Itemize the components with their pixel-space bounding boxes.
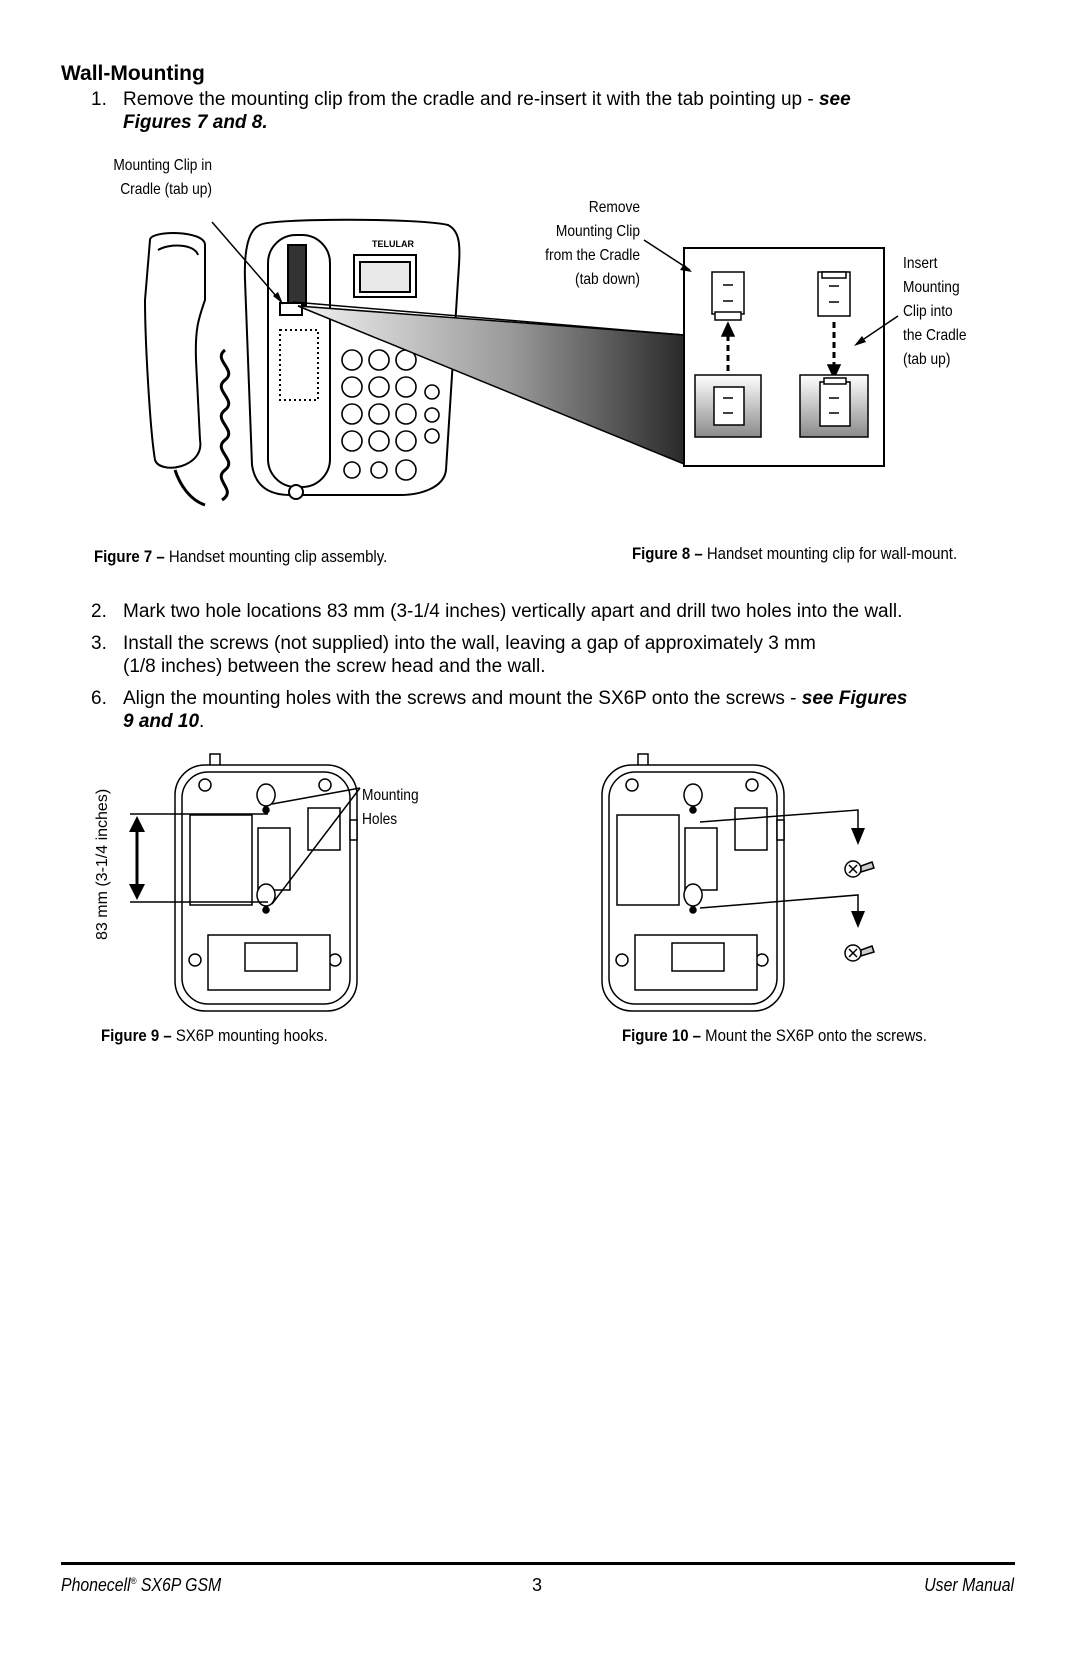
label-line: (tab down) — [574, 271, 640, 288]
step-text: . — [199, 711, 205, 732]
step-text: Install the screws (not supplied) into t… — [123, 633, 816, 654]
figure-reference: Figures 7 and 8. — [123, 112, 268, 133]
fig9-callout: Mounting Holes — [362, 784, 465, 832]
caption-label: Figure 10 – — [622, 1026, 701, 1045]
label-line: Clip into — [903, 303, 953, 320]
step-3: 3. Install the screws (not supplied) int… — [91, 632, 816, 677]
caption-label: Figure 9 – — [101, 1026, 172, 1045]
step-number: 6. — [91, 688, 107, 709]
product-name: Phonecell — [61, 1575, 131, 1595]
fig8-remove-label: Remove Mounting Clip from the Cradle (ta… — [468, 196, 640, 292]
step-number: 1. — [91, 89, 107, 110]
section-heading: Wall-Mounting — [61, 62, 205, 85]
caption-text: Handset mounting clip assembly. — [164, 547, 388, 566]
figure-8-caption: Figure 8 – Handset mounting clip for wal… — [632, 544, 957, 564]
phone-back-illustrations — [129, 753, 875, 1012]
caption-label: Figure 8 – — [632, 544, 703, 563]
figure-10-caption: Figure 10 – Mount the SX6P onto the scre… — [622, 1026, 927, 1046]
label-line: Mounting Clip — [555, 223, 640, 240]
figure-7-caption: Figure 7 – Handset mounting clip assembl… — [94, 547, 387, 567]
registered-mark: ® — [130, 1576, 137, 1586]
figure-reference: see Figures — [801, 688, 908, 709]
clip-insert — [799, 271, 869, 438]
screw-icon — [844, 944, 875, 962]
footer-doc-title: User Manual — [924, 1575, 1014, 1595]
fig7-callout: Mounting Clip in Cradle (tab up) — [40, 154, 212, 202]
product-model: SX6P GSM — [136, 1575, 222, 1595]
step-number: 3. — [91, 633, 107, 654]
step-1: 1. Remove the mounting clip from the cra… — [91, 88, 851, 133]
caption-text: SX6P mounting hooks. — [171, 1026, 328, 1045]
handset — [143, 232, 206, 469]
step-text: Align the mounting holes with the screws… — [123, 688, 802, 709]
callout-line: Holes — [362, 811, 398, 828]
page-number: 3 — [532, 1575, 543, 1595]
step-2: 2. Mark two hole locations 83 mm (3-1/4 … — [91, 600, 902, 623]
label-line: the Cradle — [903, 327, 967, 344]
figure-reference: see — [818, 89, 851, 110]
callout-line: Mounting — [362, 787, 419, 804]
step-text: Mark two hole locations 83 mm (3-1/4 inc… — [123, 601, 903, 622]
figure-reference: 9 and 10 — [123, 711, 200, 732]
step-number: 2. — [91, 601, 107, 622]
keypad — [341, 349, 440, 481]
label-line: Remove — [588, 199, 640, 216]
label-line: from the Cradle — [545, 247, 640, 264]
phone-back-fig9 — [174, 753, 358, 1012]
fig8-insert-label: Insert Mounting Clip into the Cradle (ta… — [903, 252, 1006, 372]
phone-back-fig10 — [601, 753, 785, 1012]
callout-line: Cradle (tab up) — [120, 181, 212, 198]
label-line: Mounting — [903, 279, 960, 296]
step-text: (1/8 inches) between the screw head and … — [123, 656, 546, 677]
caption-label: Figure 7 – — [94, 547, 165, 566]
caption-text: Handset mounting clip for wall-mount. — [702, 544, 958, 563]
step-text: Remove the mounting clip from the cradle… — [123, 89, 819, 110]
figure-9-caption: Figure 9 – SX6P mounting hooks. — [101, 1026, 328, 1046]
phone-clip-illustration: TELULAR — [143, 218, 899, 507]
brand-logo: TELULAR — [372, 239, 414, 249]
step-6: 6. Align the mounting holes with the scr… — [91, 687, 907, 732]
footer-product: Phonecell® SX6P GSM — [61, 1575, 221, 1596]
coiled-cord — [173, 348, 231, 507]
callout-line: Mounting Clip in — [113, 157, 212, 174]
screw-icon — [844, 860, 875, 878]
footer-rule — [61, 1562, 1015, 1565]
caption-text: Mount the SX6P onto the screws. — [700, 1026, 927, 1045]
label-line: Insert — [903, 255, 938, 272]
clip-remove — [694, 271, 762, 438]
callout-arrow — [211, 221, 284, 305]
label-line: (tab up) — [903, 351, 951, 368]
